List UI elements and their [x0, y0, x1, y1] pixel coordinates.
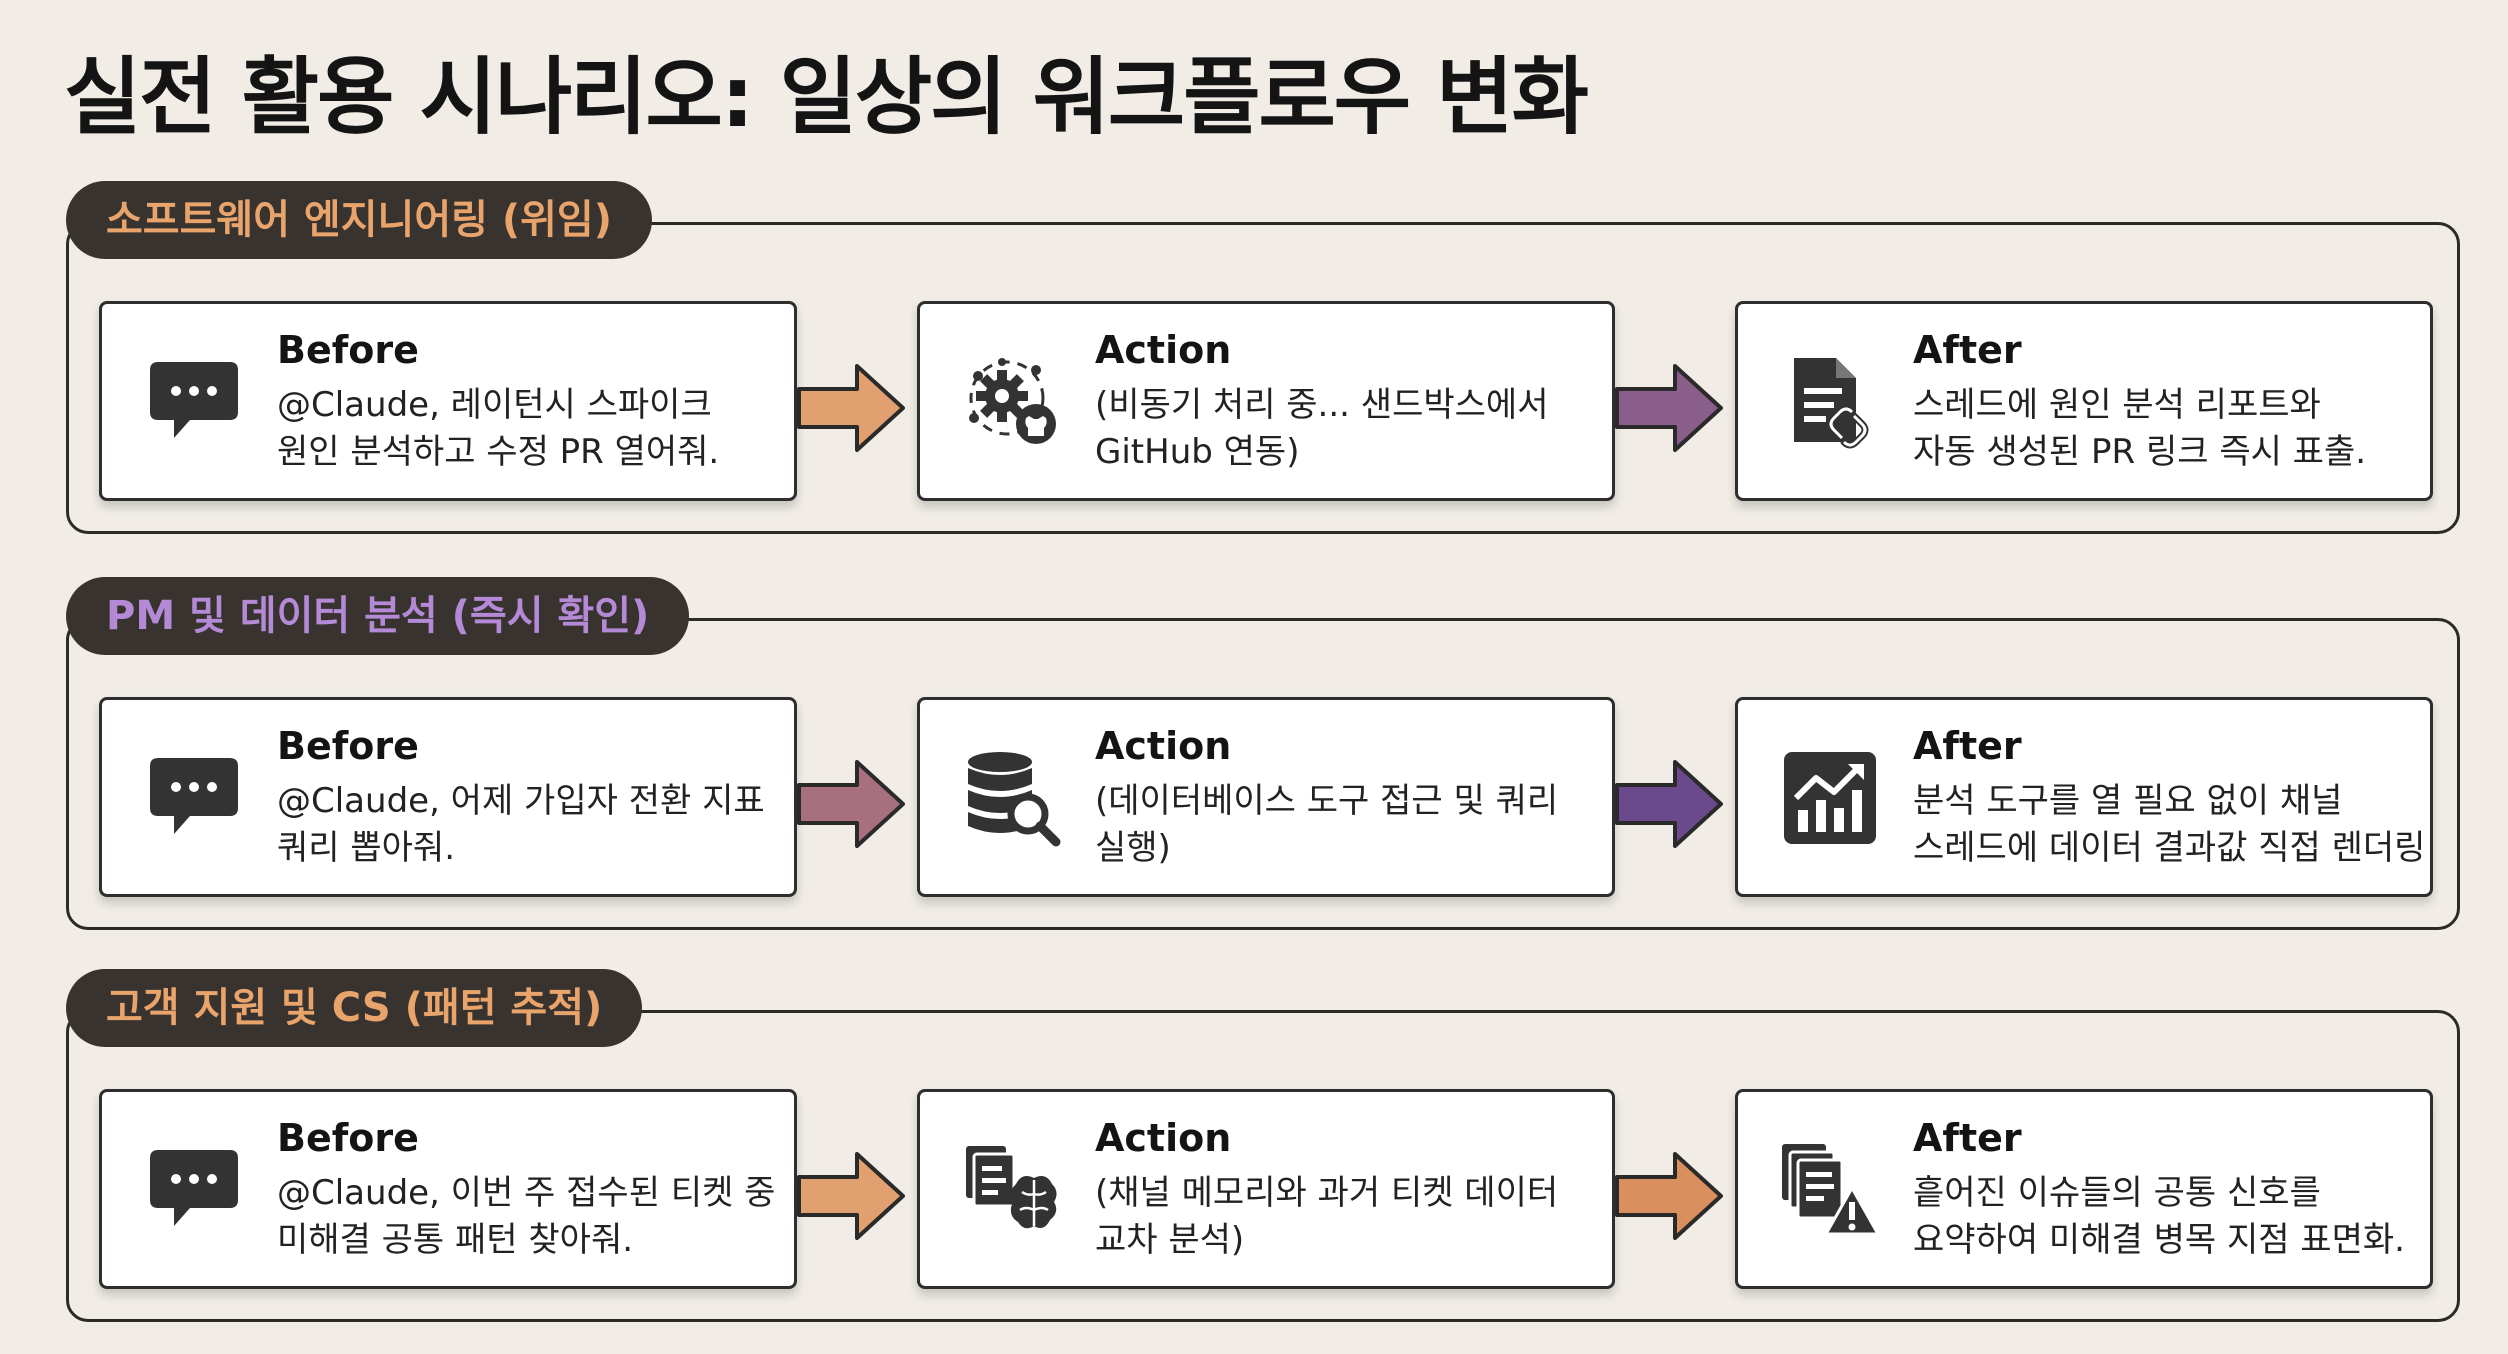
arrow-right-icon [1613, 757, 1725, 851]
section-software-engineering: 소프트웨어 엔지니어링 (위임) Before @Claude, 레이턴시 스파… [66, 181, 2460, 534]
after-card: After 흩어진 이슈들의 공통 신호를 요약하여 미해결 병목 지점 표면화… [1735, 1089, 2433, 1289]
chat-bubble-icon [144, 352, 244, 452]
card-text: (데이터베이스 도구 접근 및 쿼리 실행) [1095, 781, 1559, 868]
card-text: (채널 메모리와 과거 티켓 데이터 교차 분석) [1095, 1173, 1559, 1260]
section-pm-data-analysis: PM 및 데이터 분석 (즉시 확인) Before @Claude, 어제 가… [66, 577, 2460, 930]
database-search-icon [962, 748, 1062, 848]
card-text: 분석 도구를 열 필요 없이 채널 스레드에 데이터 결과값 직접 렌더링 [1913, 781, 2426, 868]
card-text: 흩어진 이슈들의 공통 신호를 요약하여 미해결 병목 지점 표면화. [1913, 1173, 2405, 1260]
card-label: Before [277, 328, 419, 372]
before-card: Before @Claude, 어제 가입자 전환 지표 쿼리 뽑아줘. [99, 697, 797, 897]
chart-trend-icon [1780, 748, 1880, 848]
card-text: @Claude, 이번 주 접수된 티켓 중 미해결 공통 패턴 찾아줘. [277, 1173, 776, 1260]
page-title: 실전 활용 시나리오: 일상의 워크플로우 변화 [64, 48, 1589, 146]
card-label: After [1913, 1116, 2022, 1160]
documents-brain-icon [962, 1140, 1062, 1240]
chat-bubble-icon [144, 1140, 244, 1240]
after-card: After 스레드에 원인 분석 리포트와 자동 생성된 PR 링크 즉시 표출… [1735, 301, 2433, 501]
chat-bubble-icon [144, 748, 244, 848]
card-text: @Claude, 어제 가입자 전환 지표 쿼리 뽑아줘. [277, 781, 765, 868]
section-customer-support: 고객 지원 및 CS (패턴 추적) Before @Claude, 이번 주 … [66, 969, 2460, 1322]
card-label: Before [277, 724, 419, 768]
gear-github-icon [962, 352, 1062, 452]
card-label: Action [1095, 1116, 1232, 1160]
before-card: Before @Claude, 이번 주 접수된 티켓 중 미해결 공통 패턴 … [99, 1089, 797, 1289]
card-text: (비동기 처리 중... 샌드박스에서 GitHub 연동) [1095, 385, 1549, 472]
card-text: 스레드에 원인 분석 리포트와 자동 생성된 PR 링크 즉시 표출. [1913, 385, 2367, 472]
card-label: Before [277, 1116, 419, 1160]
arrow-right-icon [795, 757, 907, 851]
arrow-right-icon [795, 1149, 907, 1243]
card-label: After [1913, 328, 2022, 372]
section-tag: PM 및 데이터 분석 (즉시 확인) [66, 577, 690, 655]
card-label: Action [1095, 724, 1232, 768]
document-link-icon [1780, 352, 1880, 452]
card-text: @Claude, 레이턴시 스파이크 원인 분석하고 수정 PR 열어줘. [277, 385, 720, 472]
action-card: Action (채널 메모리와 과거 티켓 데이터 교차 분석) [917, 1089, 1615, 1289]
action-card: Action (비동기 처리 중... 샌드박스에서 GitHub 연동) [917, 301, 1615, 501]
arrow-right-icon [795, 361, 907, 455]
card-label: Action [1095, 328, 1232, 372]
before-card: Before @Claude, 레이턴시 스파이크 원인 분석하고 수정 PR … [99, 301, 797, 501]
arrow-right-icon [1613, 1149, 1725, 1243]
documents-warning-icon [1780, 1140, 1880, 1240]
arrow-right-icon [1613, 361, 1725, 455]
section-tag: 소프트웨어 엔지니어링 (위임) [66, 181, 653, 259]
action-card: Action (데이터베이스 도구 접근 및 쿼리 실행) [917, 697, 1615, 897]
after-card: After 분석 도구를 열 필요 없이 채널 스레드에 데이터 결과값 직접 … [1735, 697, 2433, 897]
card-label: After [1913, 724, 2022, 768]
section-tag: 고객 지원 및 CS (패턴 추적) [66, 969, 643, 1047]
